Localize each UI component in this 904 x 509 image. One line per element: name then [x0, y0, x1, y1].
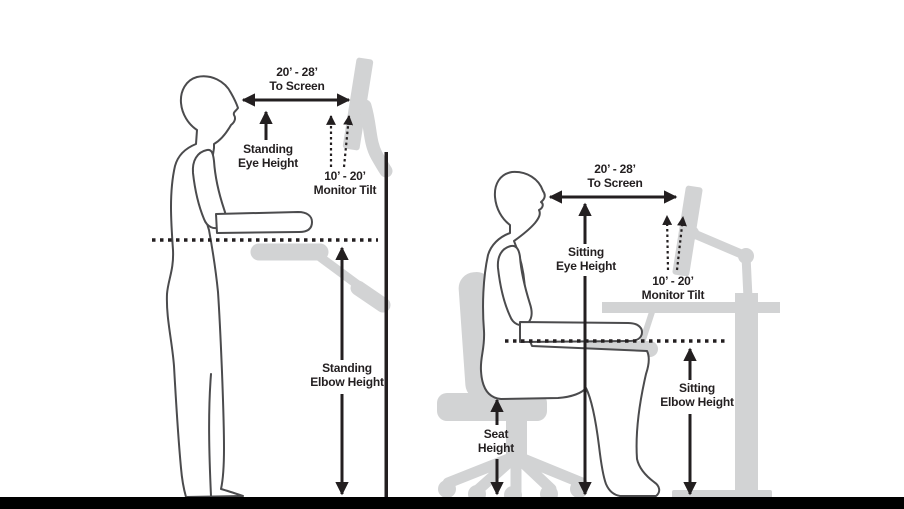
standing-monitor-mount — [358, 99, 393, 178]
standing-person — [165, 75, 313, 498]
standing-wall-track — [384, 152, 388, 498]
chair-base-legs — [442, 450, 588, 497]
desk-surface — [602, 302, 780, 313]
standing-elbow-height-label: Standing Elbow Height — [310, 361, 384, 389]
annotations — [152, 93, 726, 496]
desk-column — [735, 293, 758, 493]
sitting-elbow-height-label: Sitting Elbow Height — [660, 381, 734, 409]
standing-eye-height-label: Standing Eye Height — [237, 142, 299, 170]
sitting-person-forearm — [519, 321, 643, 343]
sitting-monitor — [672, 185, 703, 277]
desk-foot — [672, 490, 772, 499]
standing-workstation — [250, 57, 393, 498]
sitting-monitor-tilt-arrow-2 — [675, 216, 687, 271]
monitor-arm-elbow — [738, 248, 754, 264]
sitting-to-screen-label: 20’ - 28’ To Screen — [587, 162, 643, 190]
standing-to-screen-label: 20’ - 28’ To Screen — [269, 65, 325, 93]
standing-monitor — [342, 57, 374, 151]
standing-monitor-tilt-label: 10’ - 20’ Monitor Tilt — [313, 169, 377, 197]
chair-cylinder — [506, 418, 527, 456]
sitting-monitor-tilt-arrow-1 — [662, 215, 673, 271]
seat-height-label: Seat Height — [477, 427, 515, 455]
standing-person-forearm — [215, 211, 313, 234]
standing-tray-bracket — [350, 280, 391, 313]
sitting-monitor-tilt-label: 10’ - 20’ Monitor Tilt — [641, 274, 705, 302]
sitting-person-body — [479, 170, 661, 497]
sitting-person — [479, 170, 661, 497]
standing-person-leg-line — [208, 373, 212, 497]
sitting-eye-height-label: Sitting Eye Height — [555, 245, 617, 273]
standing-person-body — [165, 75, 244, 498]
floor-line — [0, 497, 904, 509]
